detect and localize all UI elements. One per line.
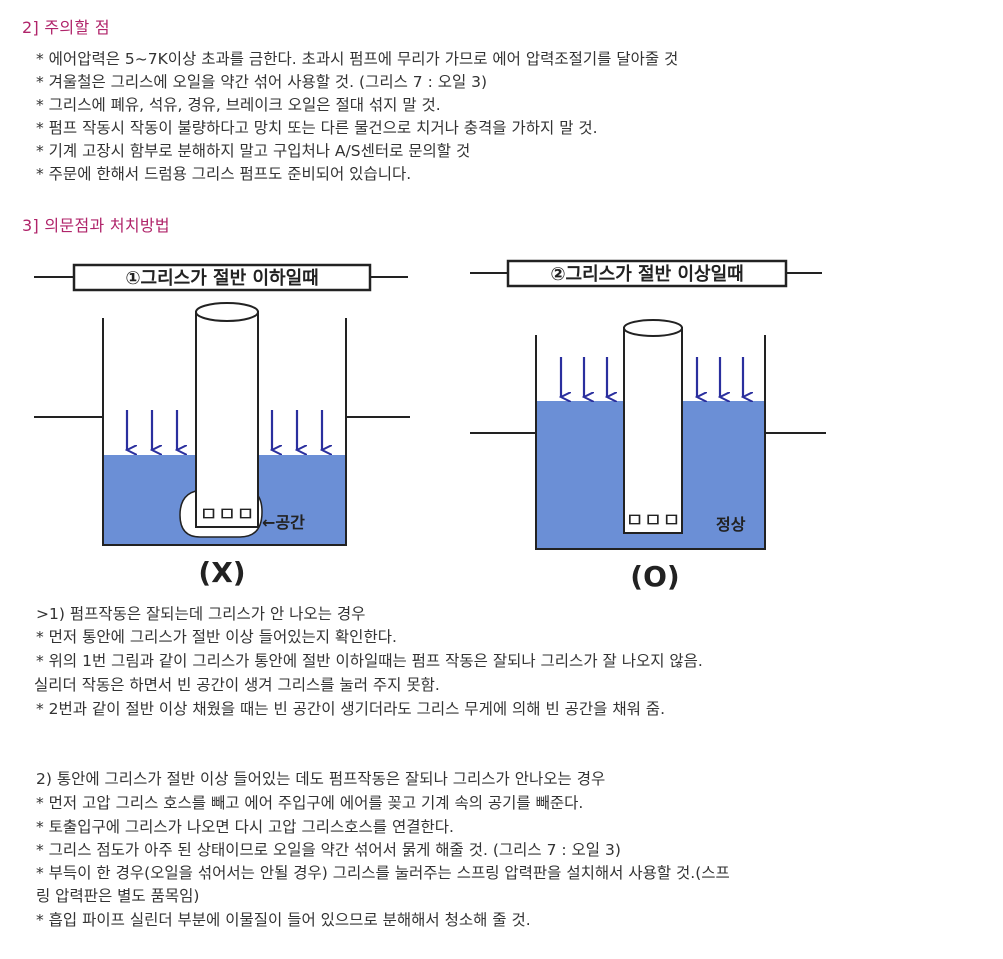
air-space-label: ←공간 [262, 513, 305, 532]
q2-line-3: * 토출입구에 그리스가 나오면 다시 고압 그리스호스를 연결한다. [36, 818, 454, 836]
verdict-o: (O) [630, 560, 679, 593]
section-heading-cautions: 2] 주의할 점 [22, 18, 110, 37]
container-right [535, 335, 766, 550]
caution-item-3: * 그리스에 폐유, 석유, 경유, 브레이크 오일은 절대 섞지 말 것. [36, 96, 441, 114]
intake-holes-right: ㅁㅁㅁ [625, 508, 680, 532]
diagram-right-title: ②그리스가 절반 이상일때 [550, 264, 743, 285]
caution-item-2: * 겨울철은 그리스에 오일을 약간 섞어 사용할 것. (그리스 7 : 오일… [36, 73, 488, 91]
q2-line-4: * 그리스 점도가 아주 된 상태이므로 오일을 약간 섞어서 묽게 해줄 것.… [36, 841, 621, 859]
q1-heading: >1) 펌프작동은 잘되는데 그리스가 안 나오는 경우 [36, 605, 366, 623]
diagram-left-title-box [72, 263, 372, 292]
q1-line-3: * 위의 1번 그림과 같이 그리스가 통안에 절반 이하일때는 펌프 작동은 … [36, 652, 703, 670]
pump-pipe-left [195, 311, 259, 528]
q2-line-6: 링 압력판은 별도 품목임) [36, 887, 200, 905]
section-heading-troubleshooting: 3] 의문점과 처치방법 [22, 216, 170, 235]
caution-item-4: * 펌프 작동시 작동이 불량하다고 망치 또는 다른 물건으로 치거나 충격을… [36, 119, 598, 137]
q1-line-4: 실리더 작동은 하면서 빈 공간이 생겨 그리스를 눌러 주지 못함. [34, 676, 440, 694]
q1-line-2: * 먼저 통안에 그리스가 절반 이상 들어있는지 확인한다. [36, 628, 397, 646]
diagram-left: ①그리스가 절반 이하일때 ㅁㅁㅁ ←공간 (X) [34, 263, 410, 589]
diagram-left-title: ①그리스가 절반 이하일때 [125, 268, 318, 289]
caution-item-5: * 기계 고장시 함부로 분해하지 말고 구입처나 A/S센터로 문의할 것 [36, 142, 471, 160]
diagram-right-title-box [506, 259, 788, 288]
grease-level-diagram: ①그리스가 절반 이하일때 ㅁㅁㅁ ←공간 (X) ②그리스가 절반 이상일때 [34, 259, 826, 593]
q1-line-5: * 2번과 같이 절반 이상 채웠을 때는 빈 공간이 생기더라도 그리스 무게… [36, 700, 665, 718]
caution-item-6: * 주문에 한해서 드럼용 그리스 펌프도 준비되어 있습니다. [36, 165, 412, 183]
diagram-right: ②그리스가 절반 이상일때 ㅁㅁㅁ 정상 (O) [470, 259, 826, 593]
verdict-x: (X) [198, 556, 245, 589]
q2-line-7: * 흡입 파이프 실린더 부분에 이물질이 들어 있으므로 분해해서 청소해 줄… [36, 911, 531, 929]
caution-item-1: * 에어압력은 5~7K이상 초과를 금한다. 초과시 펌프에 무리가 가므로 … [36, 50, 679, 68]
container-left [102, 318, 347, 546]
pump-pipe-right [623, 327, 683, 534]
normal-status-label: 정상 [716, 515, 746, 534]
intake-holes-left: ㅁㅁㅁ [199, 502, 254, 526]
q2-line-2: * 먼저 고압 그리스 호스를 빼고 에어 주입구에 에어를 꽂고 기계 속의 … [36, 794, 584, 812]
q2-line-5: * 부득이 한 경우(오일을 섞어서는 안될 경우) 그리스를 눌러주는 스프링… [36, 864, 730, 882]
q2-heading: 2) 통안에 그리스가 절반 이상 들어있는 데도 펌프작동은 잘되나 그리스가… [36, 770, 606, 788]
